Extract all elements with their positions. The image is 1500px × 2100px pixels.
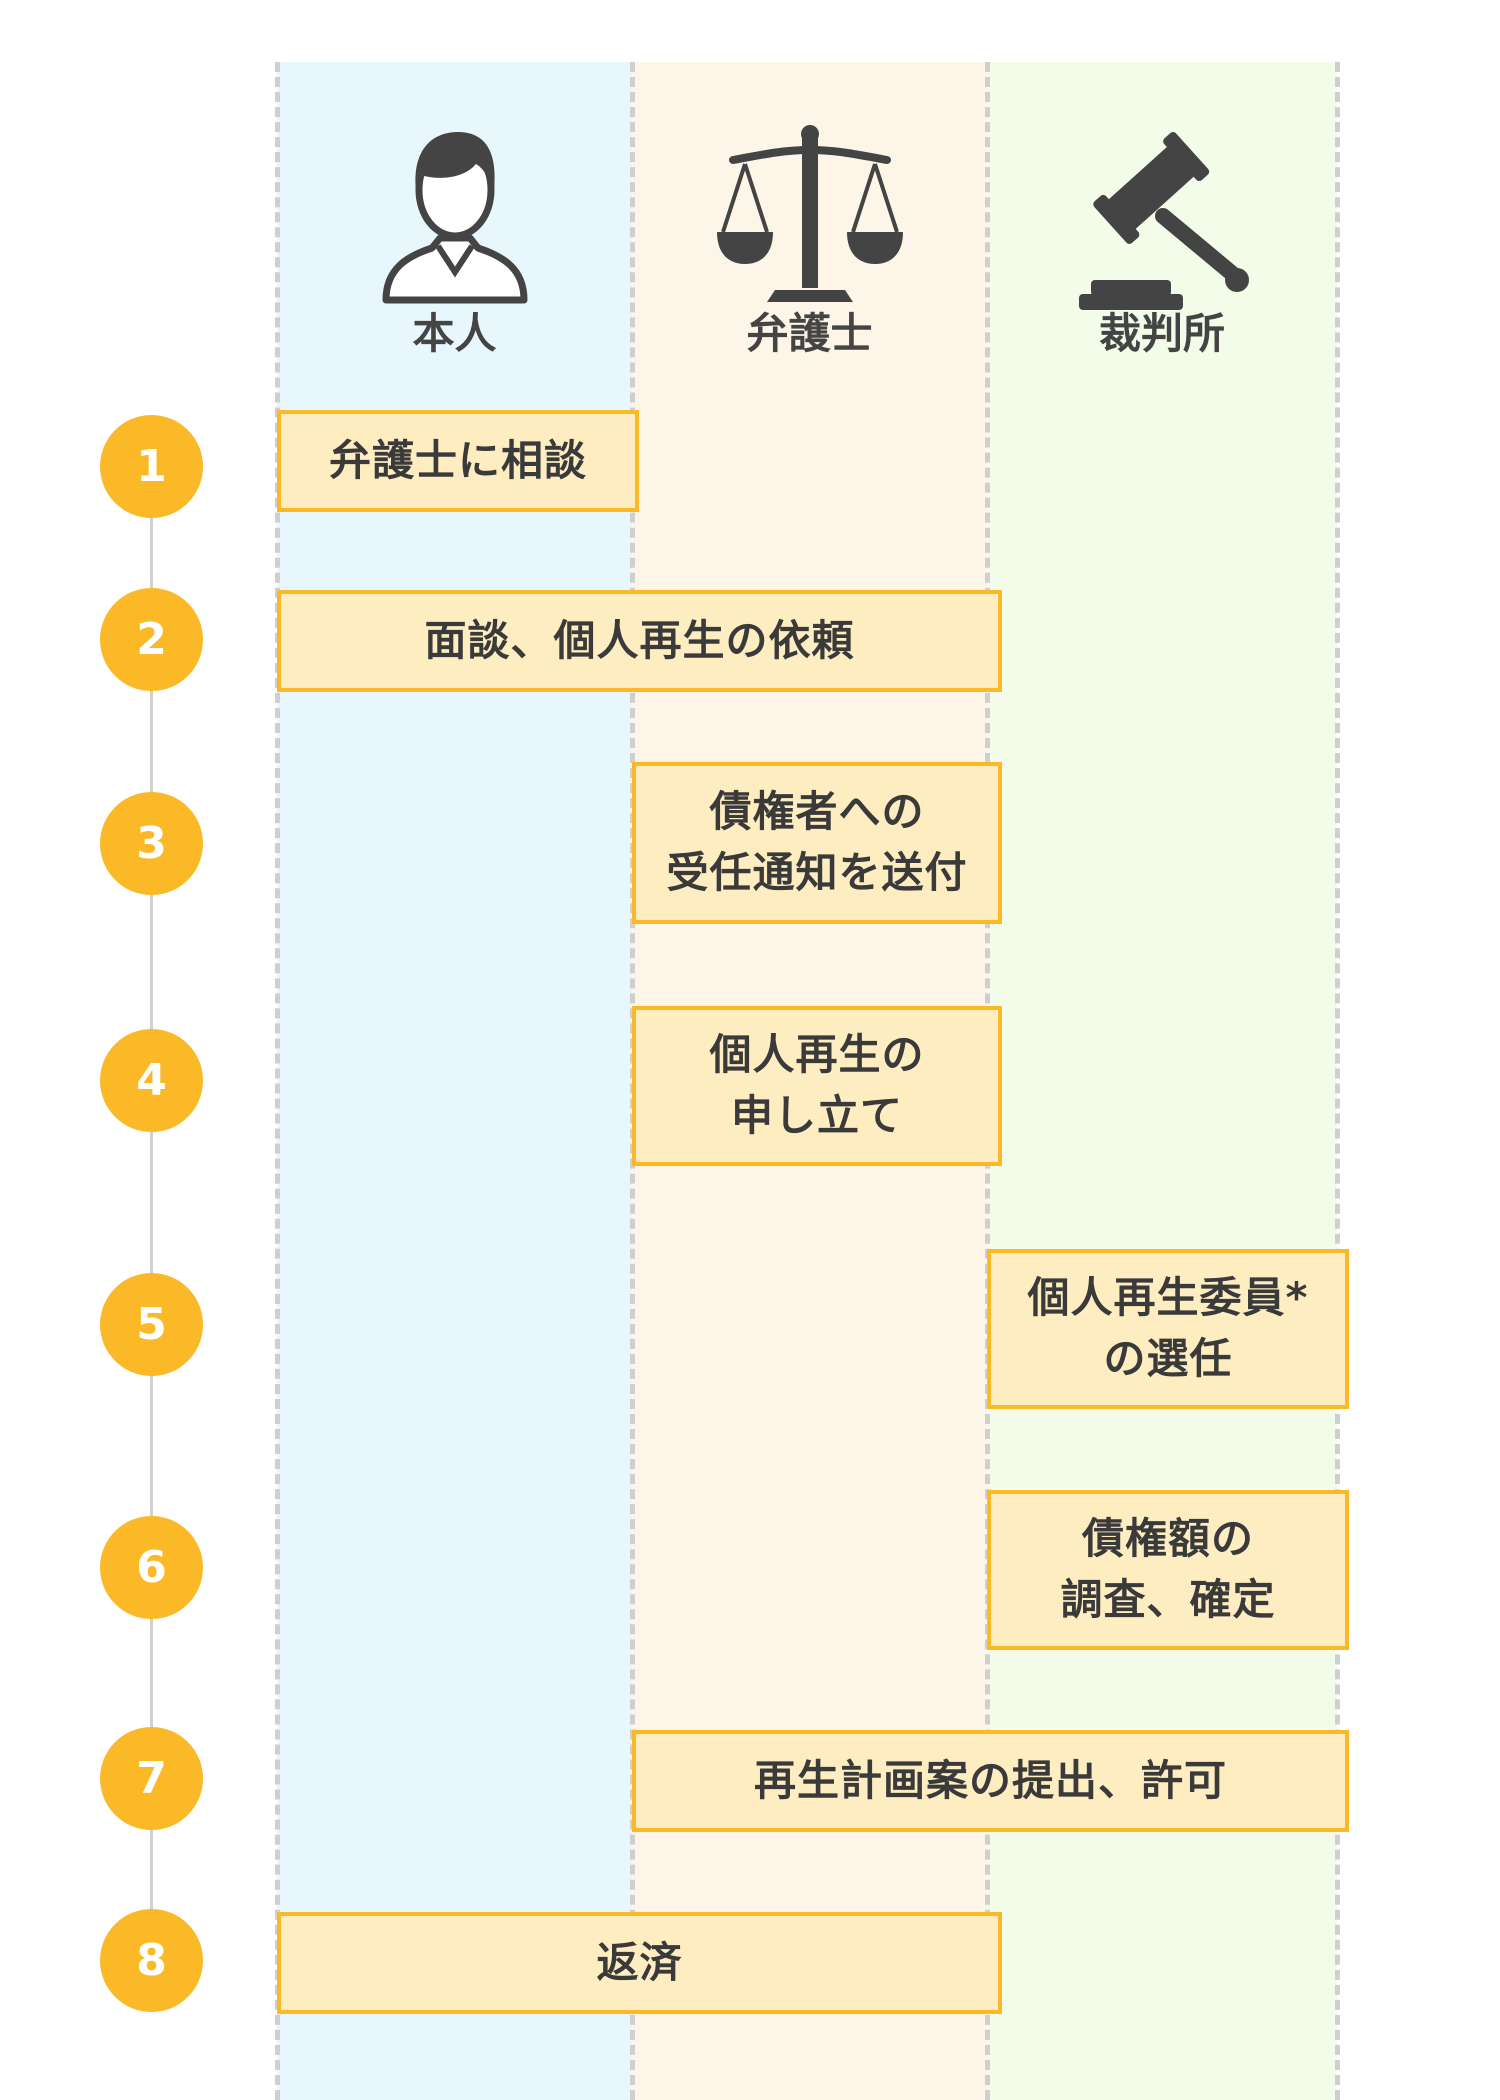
step-box-3: 債権者への 受任通知を送付 (632, 762, 1002, 924)
step-box-7: 再生計画案の提出、許可 (632, 1730, 1349, 1832)
timeline-line (150, 470, 153, 1990)
lane-label-lawyer: 弁護士 (746, 309, 873, 358)
person-icon (382, 132, 527, 304)
lane-client (277, 62, 632, 2100)
gavel-icon (1079, 132, 1249, 310)
step-box-1: 弁護士に相談 (277, 410, 639, 512)
step-number-3: 3 (100, 792, 203, 895)
step-box-5: 個人再生委員* の選任 (987, 1249, 1349, 1409)
scales-icon (716, 125, 903, 302)
lane-label-client: 本人 (412, 309, 497, 358)
lane-divider (1335, 62, 1340, 2100)
step-number-7: 7 (100, 1727, 203, 1830)
step-number-4: 4 (100, 1029, 203, 1132)
step-number-6: 6 (100, 1516, 203, 1619)
step-box-6: 債権額の 調査、確定 (987, 1490, 1349, 1650)
lane-header-court (987, 120, 1337, 310)
lane-header-client (277, 120, 632, 310)
step-box-8: 返済 (277, 1912, 1002, 2014)
step-number-2: 2 (100, 588, 203, 691)
step-box-2: 面談、個人再生の依頼 (277, 590, 1002, 692)
step-number-8: 8 (100, 1909, 203, 2012)
step-number-1: 1 (100, 415, 203, 518)
step-number-5: 5 (100, 1273, 203, 1376)
lane-header-lawyer (632, 120, 987, 310)
lane-label-court: 裁判所 (1098, 309, 1225, 358)
lane-divider (275, 62, 280, 2100)
step-box-4: 個人再生の 申し立て (632, 1006, 1002, 1166)
